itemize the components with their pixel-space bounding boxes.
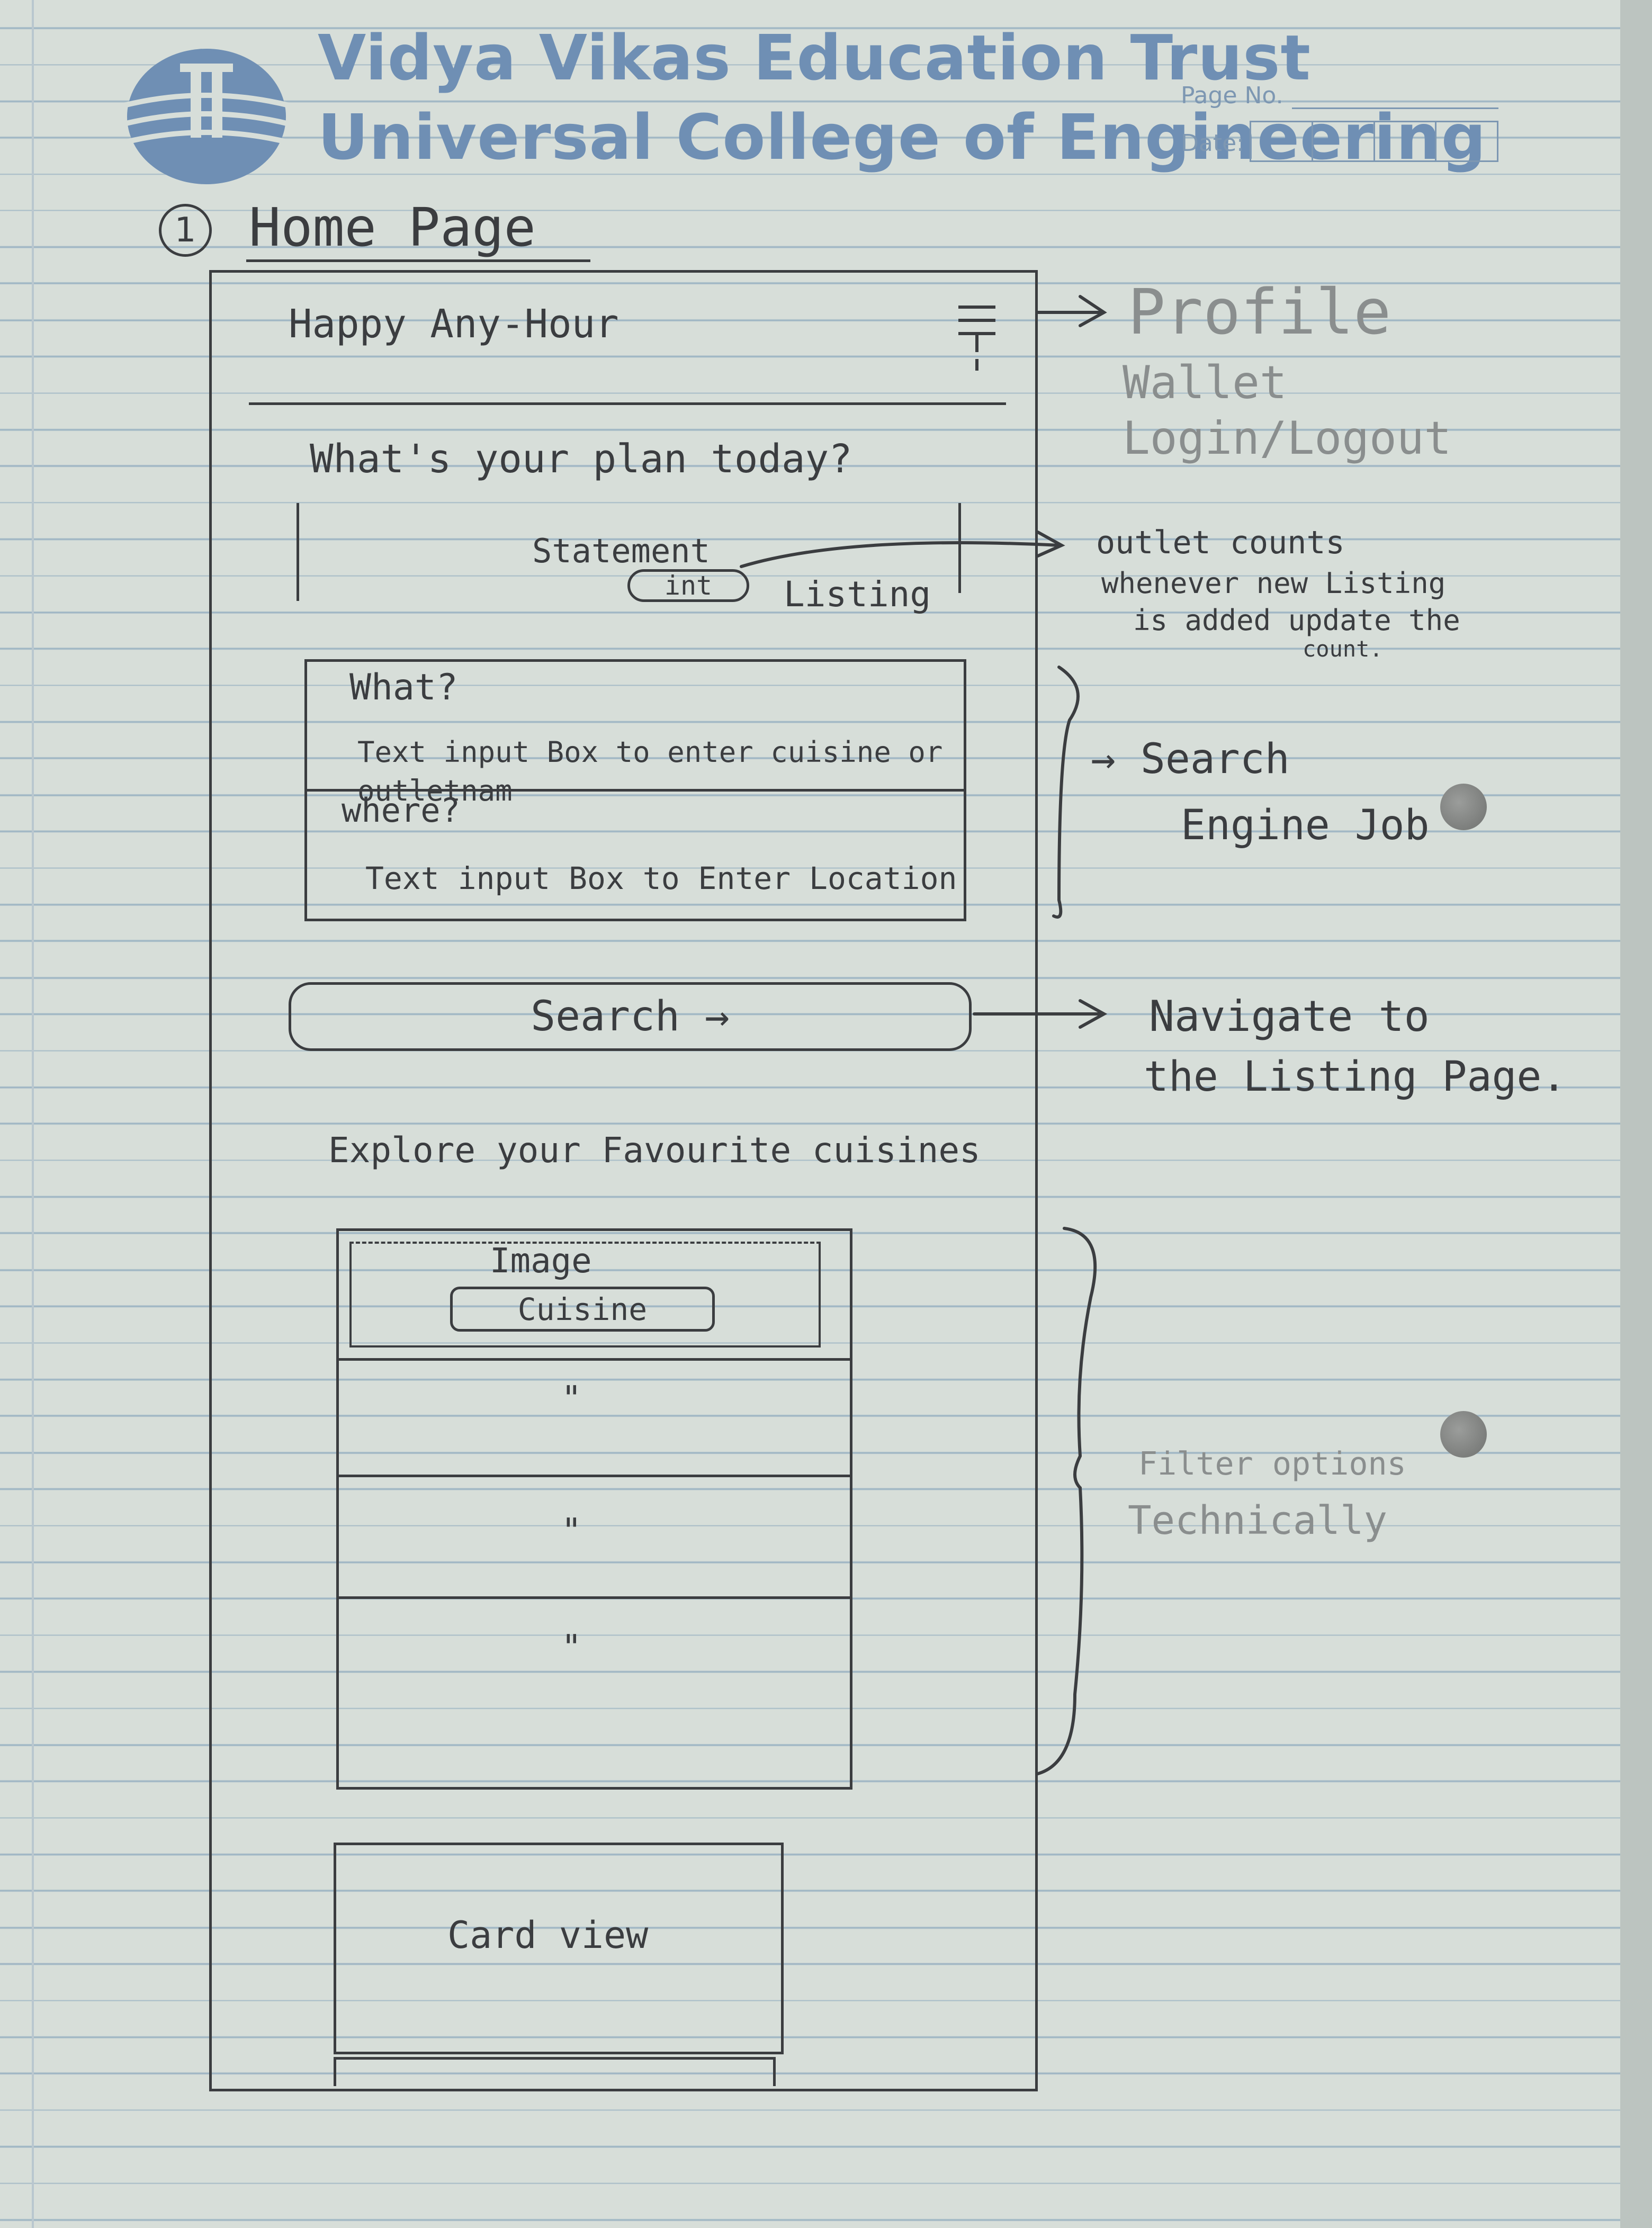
search-button[interactable]: Search → xyxy=(289,982,972,1051)
outlet-note-3: is added update the xyxy=(1133,604,1460,637)
outlet-note-1: outlet counts xyxy=(1096,524,1345,561)
header-divider xyxy=(249,402,1006,405)
section-number: 1 xyxy=(159,204,212,257)
page-no-line xyxy=(1292,107,1498,109)
page-no-label: Page No. xyxy=(1181,82,1283,109)
cuisine-item-2[interactable]: " xyxy=(561,1379,582,1418)
explore-title: Explore your Favourite cuisines xyxy=(328,1130,981,1171)
plan-question: What's your plan today? xyxy=(310,436,852,482)
image-label: Image xyxy=(490,1242,592,1281)
scan-edge xyxy=(1620,0,1652,2228)
listing-label: Listing xyxy=(784,574,931,615)
punch-hole-bottom xyxy=(1440,1411,1487,1458)
hamburger-menu-icon[interactable] xyxy=(953,297,1006,376)
where-label: where? xyxy=(342,791,460,830)
outlet-note-2: whenever new Listing xyxy=(1101,567,1446,600)
date-label: Date: xyxy=(1181,130,1244,157)
search-note-1: → Search xyxy=(1091,735,1290,783)
navigate-note-1: Navigate to xyxy=(1149,992,1430,1041)
next-card-edge xyxy=(334,2057,776,2086)
navigate-note-2: the Listing Page. xyxy=(1144,1053,1567,1101)
cuisine-divider-2 xyxy=(339,1475,850,1477)
cuisine-list xyxy=(336,1228,852,1790)
where-input[interactable]: Text input Box to Enter Location xyxy=(365,860,957,896)
filter-note-1: Filter options xyxy=(1138,1445,1406,1483)
cuisine-divider-3 xyxy=(339,1596,850,1599)
phone-frame xyxy=(209,270,1038,2091)
section-title: Home Page xyxy=(249,196,536,258)
menu-item-profile: Profile xyxy=(1128,275,1391,348)
statement-block-right xyxy=(958,503,961,593)
menu-item-login-logout: Login/Logout xyxy=(1123,412,1452,465)
cuisine-label: Cuisine xyxy=(450,1287,715,1332)
app-header-title: Happy Any-Hour xyxy=(289,301,619,347)
letterhead-trust: Vidya Vikas Education Trust xyxy=(318,21,1311,94)
punch-hole-top xyxy=(1440,784,1487,830)
card-view-label: Card view xyxy=(447,1913,649,1957)
date-boxes xyxy=(1250,121,1498,162)
what-label: What? xyxy=(349,667,458,708)
outlet-note-4: count. xyxy=(1303,636,1383,662)
statement-label: Statement xyxy=(532,532,710,570)
int-badge: int xyxy=(627,569,749,602)
college-logo xyxy=(121,49,292,184)
cuisine-item-image[interactable] xyxy=(349,1242,821,1347)
section-title-underline xyxy=(246,259,590,262)
cuisine-item-4[interactable]: " xyxy=(561,1628,582,1667)
menu-item-wallet: Wallet xyxy=(1123,356,1287,409)
what-input[interactable]: Text input Box to enter cuisine or outle… xyxy=(357,735,943,807)
filter-note-2: Technically xyxy=(1128,1498,1388,1543)
what-where-divider xyxy=(304,789,966,792)
cuisine-divider-1 xyxy=(339,1358,850,1361)
statement-block-left xyxy=(297,503,299,601)
search-note-2: Engine Job xyxy=(1181,802,1430,849)
cuisine-item-3[interactable]: " xyxy=(561,1512,582,1551)
card-view[interactable] xyxy=(334,1843,784,2054)
